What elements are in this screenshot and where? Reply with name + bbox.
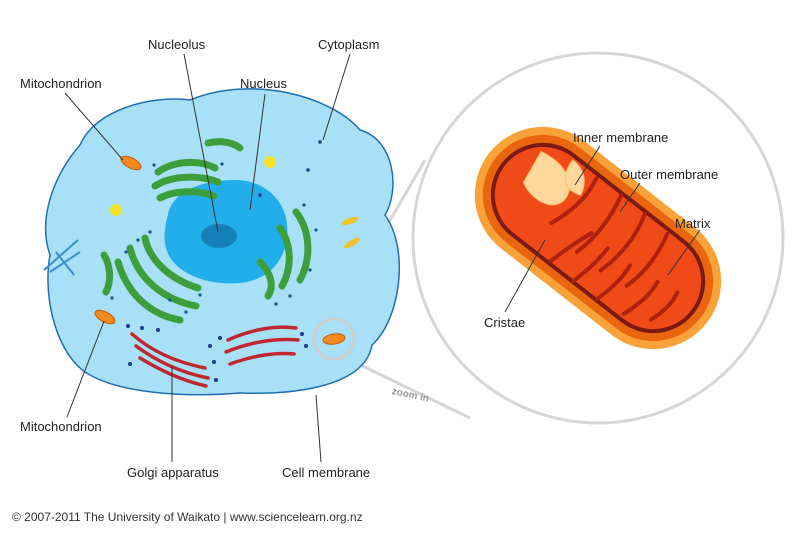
label-cell-membrane: Cell membrane bbox=[282, 465, 371, 480]
pointer-cell-membrane bbox=[315, 394, 322, 463]
nucleolus-shape bbox=[201, 224, 237, 248]
pointer-nucleolus bbox=[183, 53, 219, 233]
pointer-nucleus bbox=[249, 93, 266, 211]
mitochondria-small bbox=[94, 155, 346, 345]
label-mitochondrion-top: Mitochondrion bbox=[20, 76, 102, 91]
cristae-lines bbox=[548, 176, 680, 322]
er-ribosome-dots bbox=[110, 162, 318, 314]
label-nucleolus: Nucleolus bbox=[148, 37, 206, 52]
endoplasmic-reticulum bbox=[100, 138, 312, 324]
pointer-inner-membrane bbox=[574, 145, 601, 186]
label-mitochondrion-bottom: Mitochondrion bbox=[20, 419, 102, 434]
copyright-credit: © 2007-2011 The University of Waikato | … bbox=[12, 510, 363, 524]
golgi-apparatus bbox=[130, 325, 300, 388]
cytoskeleton bbox=[43, 239, 81, 276]
zoom-source-circle bbox=[312, 317, 356, 361]
pointer-cristae bbox=[504, 239, 546, 313]
label-pointers bbox=[64, 53, 701, 463]
label-cytoplasm: Cytoplasm bbox=[318, 37, 380, 52]
label-outer-membrane: Outer membrane bbox=[620, 167, 719, 182]
label-matrix: Matrix bbox=[675, 216, 711, 231]
label-inner-membrane: Inner membrane bbox=[573, 130, 669, 145]
cytoplasm-dots bbox=[258, 140, 322, 197]
mitochondrion-large bbox=[474, 126, 722, 350]
golgi-vesicles bbox=[126, 324, 308, 382]
label-golgi: Golgi apparatus bbox=[127, 465, 219, 480]
pointer-outer-membrane bbox=[619, 182, 641, 213]
pointer-mitochondrion-top bbox=[64, 92, 124, 161]
label-cristae: Cristae bbox=[484, 315, 526, 330]
vesicles bbox=[110, 156, 360, 249]
label-nucleus: Nucleus bbox=[240, 76, 287, 91]
pointer-cytoplasm bbox=[322, 53, 351, 141]
pointer-matrix bbox=[667, 229, 701, 276]
pointer-mitochondrion-bottom bbox=[66, 320, 105, 418]
cristae-folds bbox=[522, 151, 585, 206]
